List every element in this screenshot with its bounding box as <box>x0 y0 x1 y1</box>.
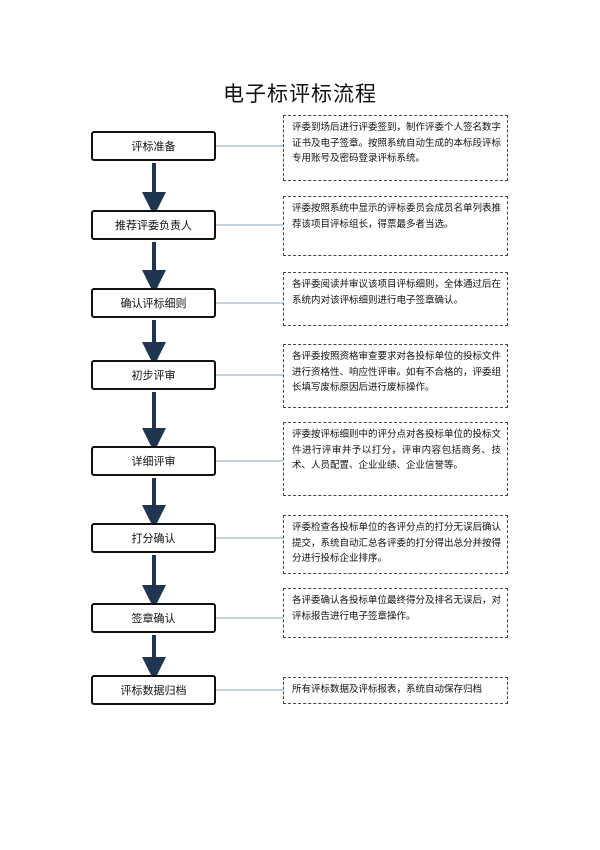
step-box-detailed-review: 详细评审 <box>91 446 216 476</box>
note-detailed-review: 评委按评标细则中的评分点对各投标单位的投标文件进行评审并予以打分，评审内容包括商… <box>283 422 508 496</box>
step-box-score-confirm: 打分确认 <box>91 523 216 553</box>
note-recommend-leader: 评委按照系统中显示的评标委员会成员名单列表推荐该项目评标组长，得票最多者当选。 <box>283 196 508 256</box>
step-box-signature-confirm: 签章确认 <box>91 603 216 633</box>
step-box-confirm-rules: 确认评标细则 <box>91 288 216 318</box>
note-prepare: 评委到场后进行评委签到，制作评委个人签名数字证书及电子签章。按照系统自动生成的本… <box>283 115 508 181</box>
step-box-recommend-leader: 推荐评委负责人 <box>91 210 216 240</box>
note-preliminary-review: 各评委按照资格审查要求对各投标单位的投标文件进行资格性、响应性评审。如有不合格的… <box>283 344 508 408</box>
note-score-confirm: 评委检查各投标单位的各评分点的打分无误后确认提交，系统自动汇总各评委的打分得出总… <box>283 515 508 574</box>
note-confirm-rules: 各评委阅读并审议该项目评标细则，全体通过后在系统内对该评标细则进行电子签章确认。 <box>283 272 508 326</box>
step-box-archive: 评标数据归档 <box>91 675 216 705</box>
note-signature-confirm: 各评委确认各投标单位最终得分及排名无误后，对评标报告进行电子签章操作。 <box>283 588 508 638</box>
note-archive: 所有评标数据及评标报表，系统自动保存归档 <box>283 677 508 704</box>
step-box-preliminary-review: 初步评审 <box>91 360 216 390</box>
page-title: 电子标评标流程 <box>223 82 377 106</box>
step-box-prepare: 评标准备 <box>91 131 216 161</box>
